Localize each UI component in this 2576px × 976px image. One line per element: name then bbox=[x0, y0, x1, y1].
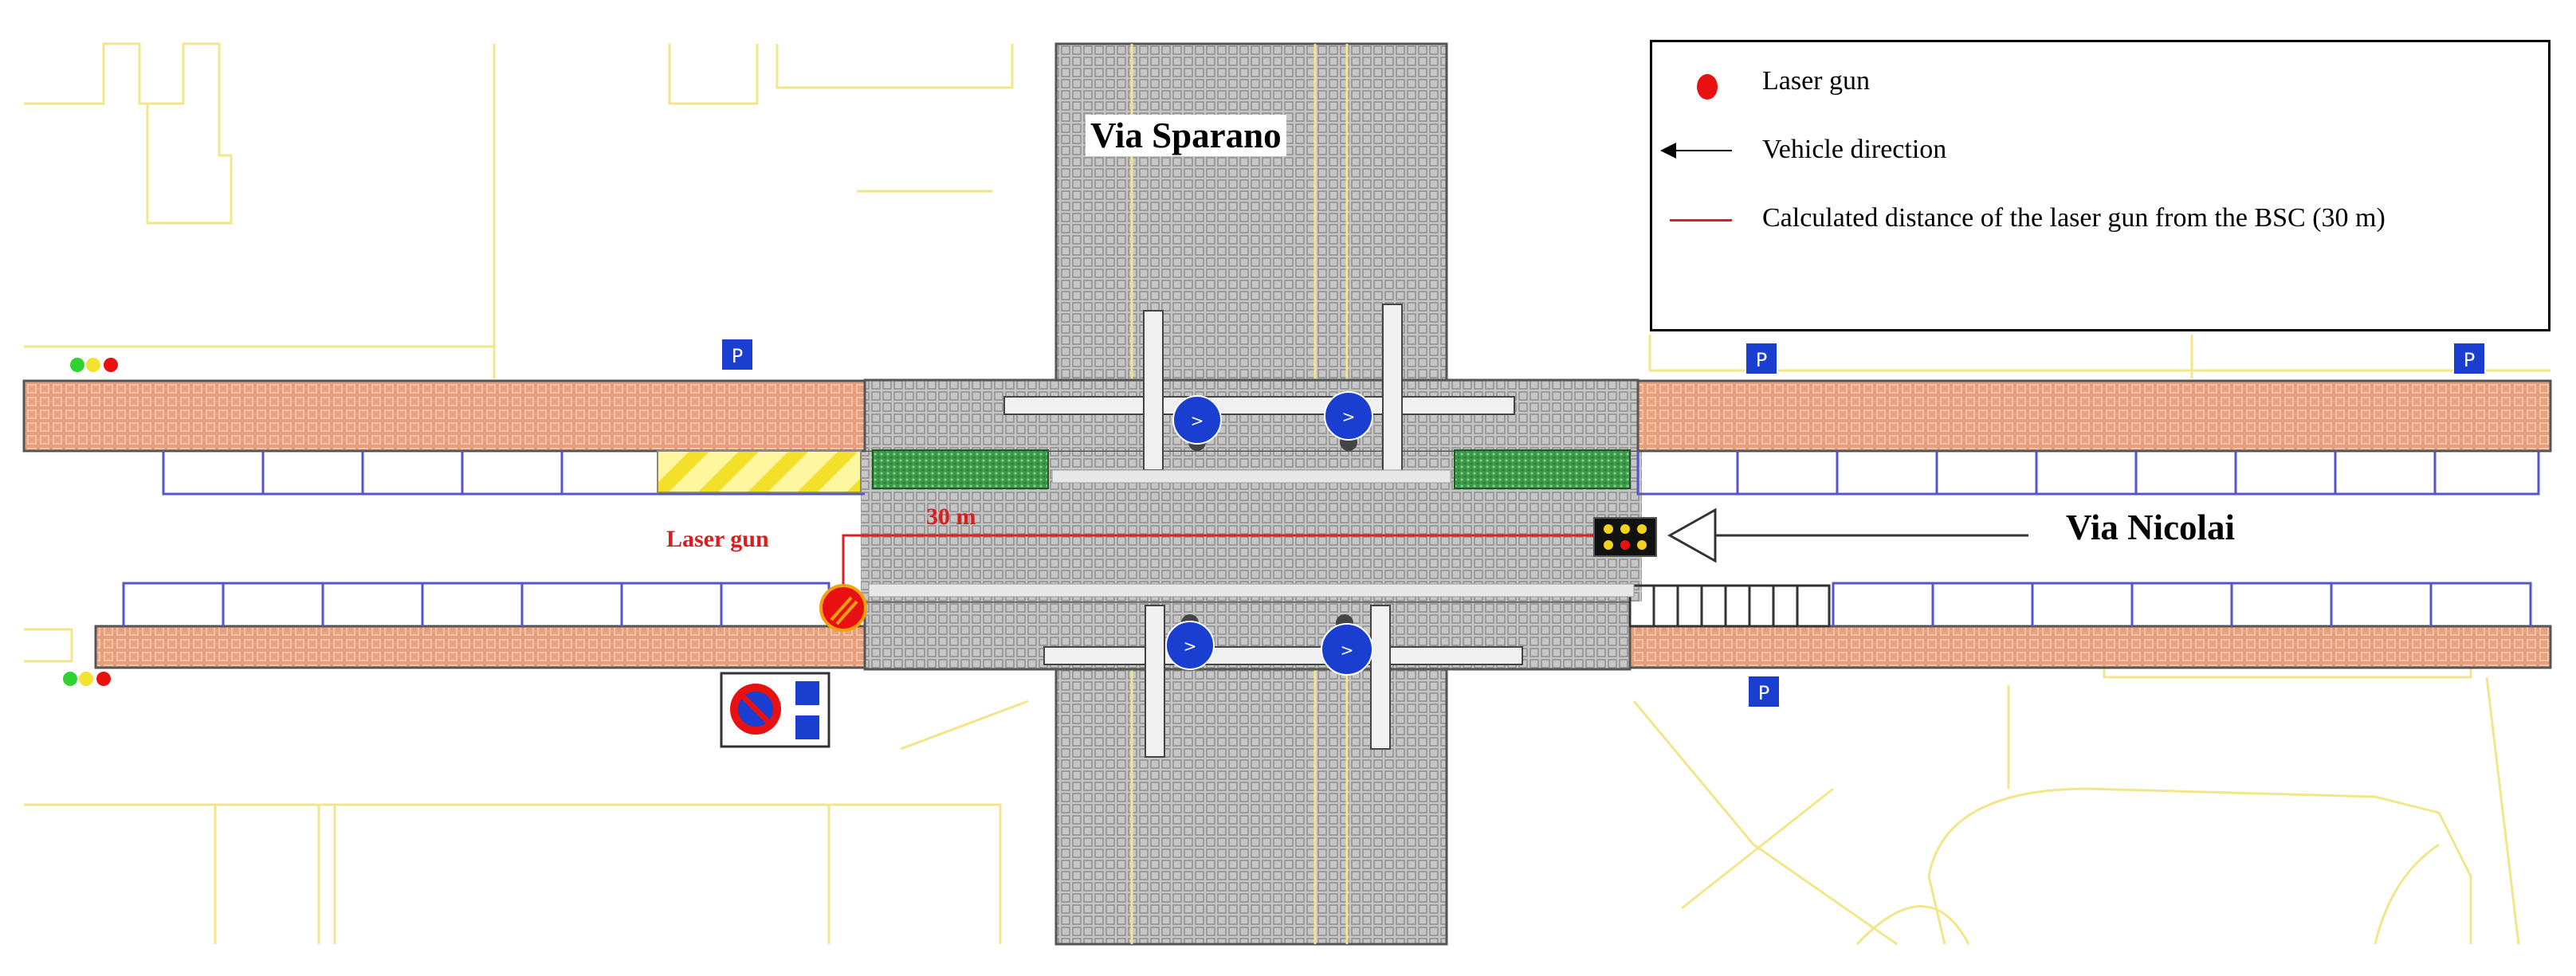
legend-item-vehicle-direction: Vehicle direction bbox=[1652, 127, 2548, 174]
street-label-via-nicolai: Via Nicolai bbox=[2066, 508, 2236, 547]
traffic-light-northwest bbox=[70, 358, 118, 372]
laser-gun-label: Laser gun bbox=[666, 526, 769, 552]
svg-text:>: > bbox=[1191, 411, 1204, 430]
sensor-units: > > > > bbox=[1165, 391, 1373, 676]
plaza-north bbox=[863, 378, 1639, 453]
sidewalk-southeast bbox=[1628, 625, 2552, 669]
svg-text:P: P bbox=[2464, 349, 2475, 371]
legend-label: Calculated distance of the laser gun fro… bbox=[1762, 203, 2386, 233]
building-outlines bbox=[24, 42, 2550, 946]
pedestrian-crossing bbox=[1628, 584, 1831, 628]
parking-signs: P P P P bbox=[721, 338, 2486, 708]
vehicle-direction-arrow bbox=[1667, 508, 2028, 563]
red-line-icon bbox=[1652, 195, 1748, 243]
sidewalk-northeast bbox=[1636, 379, 2552, 453]
parking-bays-north bbox=[162, 451, 2540, 496]
no-parking-sign bbox=[720, 672, 831, 748]
sidewalk-northwest bbox=[22, 379, 866, 453]
svg-text:P: P bbox=[732, 345, 743, 367]
hatched-no-parking-zone bbox=[657, 450, 862, 493]
planter-west bbox=[872, 449, 1049, 489]
svg-text:P: P bbox=[1758, 682, 1769, 704]
planter-east bbox=[1454, 449, 1631, 489]
distance-label: 30 m bbox=[926, 504, 976, 530]
laser-gun-icon bbox=[819, 584, 867, 632]
svg-text:>: > bbox=[1342, 407, 1356, 426]
svg-text:>: > bbox=[1184, 637, 1197, 656]
legend-label: Laser gun bbox=[1762, 66, 1871, 96]
arrow-left-icon bbox=[1652, 127, 1748, 174]
svg-text:P: P bbox=[1756, 349, 1767, 371]
legend-label: Vehicle direction bbox=[1762, 135, 1947, 164]
distance-line bbox=[842, 534, 1594, 606]
legend-item-laser-gun: Laser gun bbox=[1652, 58, 2548, 106]
bsc-device bbox=[1593, 517, 1657, 557]
red-dot-icon bbox=[1652, 58, 1748, 106]
legend-item-distance: Calculated distance of the laser gun fro… bbox=[1652, 195, 2548, 243]
map-legend: Laser gun Vehicle direction Calculated d… bbox=[1650, 40, 2550, 331]
sidewalk-southwest bbox=[94, 625, 866, 669]
svg-text:>: > bbox=[1341, 641, 1354, 660]
traffic-light-southwest bbox=[63, 672, 111, 686]
street-label-via-sparano: Via Sparano bbox=[1086, 115, 1286, 156]
tactile-paths bbox=[868, 304, 1635, 758]
